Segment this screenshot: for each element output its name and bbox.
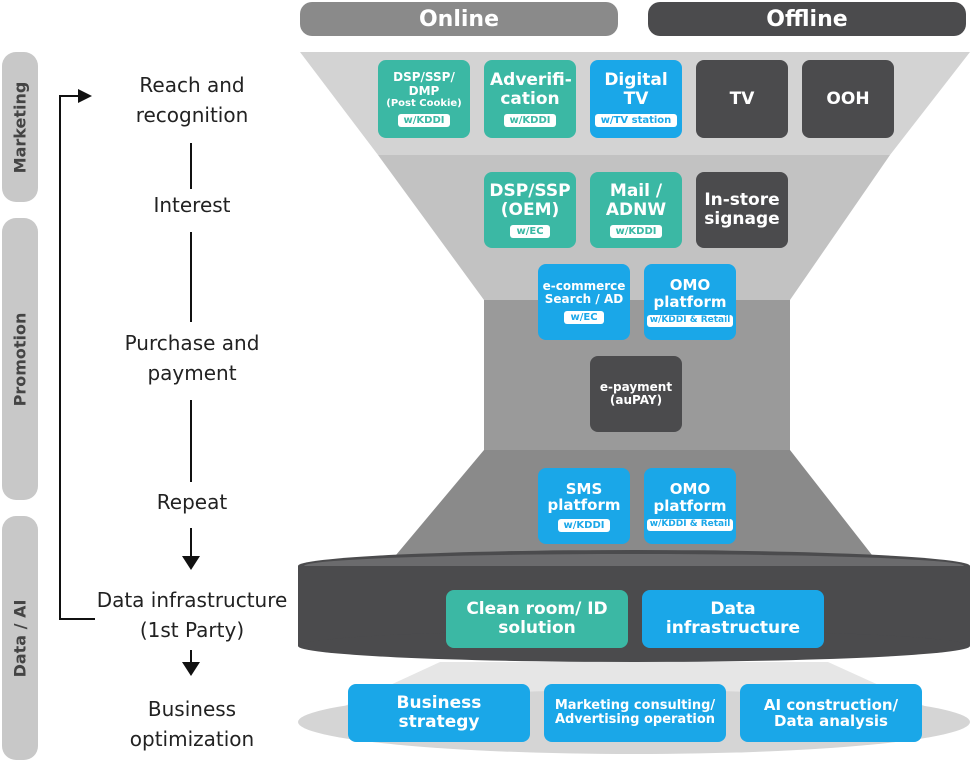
- box-instore-signage: In-store signage: [696, 172, 788, 248]
- box-digital-tv: Digital TV w/TV station: [590, 60, 682, 138]
- side-label-promotion: Promotion: [2, 218, 38, 500]
- stage-repeat: Repeat: [156, 490, 228, 514]
- feedback-loop-arrow-icon: [59, 89, 95, 620]
- connector-line: [190, 528, 192, 560]
- box-tv: TV: [696, 60, 788, 138]
- connector-line: [190, 143, 192, 189]
- connector-line: [190, 232, 192, 322]
- box-adverification: Adverifi- cation w/KDDI: [484, 60, 576, 138]
- box-ecommerce: e-commerce Search / AD w/EC: [538, 264, 630, 340]
- disk-bottom: [298, 630, 970, 662]
- box-sms-platform: SMS platform w/KDDI: [538, 468, 630, 544]
- down-arrow-icon: [182, 556, 200, 570]
- box-dsp-dmp: DSP/SSP/ DMP (Post Cookie) w/KDDI: [378, 60, 470, 138]
- stage-data-infrastructure: Data infrastructure (1st Party): [96, 588, 288, 642]
- stage-purchase: Purchase and payment: [124, 331, 260, 385]
- online-header: Online: [300, 2, 618, 36]
- connector-line: [190, 650, 192, 664]
- box-omo-platform-2: OMO platform w/KDDI & Retail: [644, 468, 736, 544]
- box-marketing-consulting: Marketing consulting/ Advertising operat…: [544, 684, 726, 742]
- stage-interest: Interest: [153, 193, 231, 217]
- side-label-marketing: Marketing: [2, 52, 38, 202]
- offline-header: Offline: [648, 2, 966, 36]
- box-dsp-oem: DSP/SSP (OEM) w/EC: [484, 172, 576, 248]
- stage-business: Business optimization: [129, 697, 255, 751]
- box-data-infrastructure: Data infrastructure: [642, 590, 824, 648]
- box-ooh: OOH: [802, 60, 894, 138]
- stage-reach: Reach and recognition: [135, 73, 249, 127]
- box-mail-adnw: Mail / ADNW w/KDDI: [590, 172, 682, 248]
- box-omo-platform-1: OMO platform w/KDDI & Retail: [644, 264, 736, 340]
- connector-line: [190, 400, 192, 482]
- box-business-strategy: Business strategy: [348, 684, 530, 742]
- funnel-lower-band: [396, 450, 872, 555]
- box-ai-construction: AI construction/ Data analysis: [740, 684, 922, 742]
- box-clean-room: Clean room/ ID solution: [446, 590, 628, 648]
- side-label-data-ai: Data / AI: [2, 516, 38, 760]
- down-arrow-icon: [182, 662, 200, 676]
- box-epayment: e-payment (auPAY): [590, 356, 682, 432]
